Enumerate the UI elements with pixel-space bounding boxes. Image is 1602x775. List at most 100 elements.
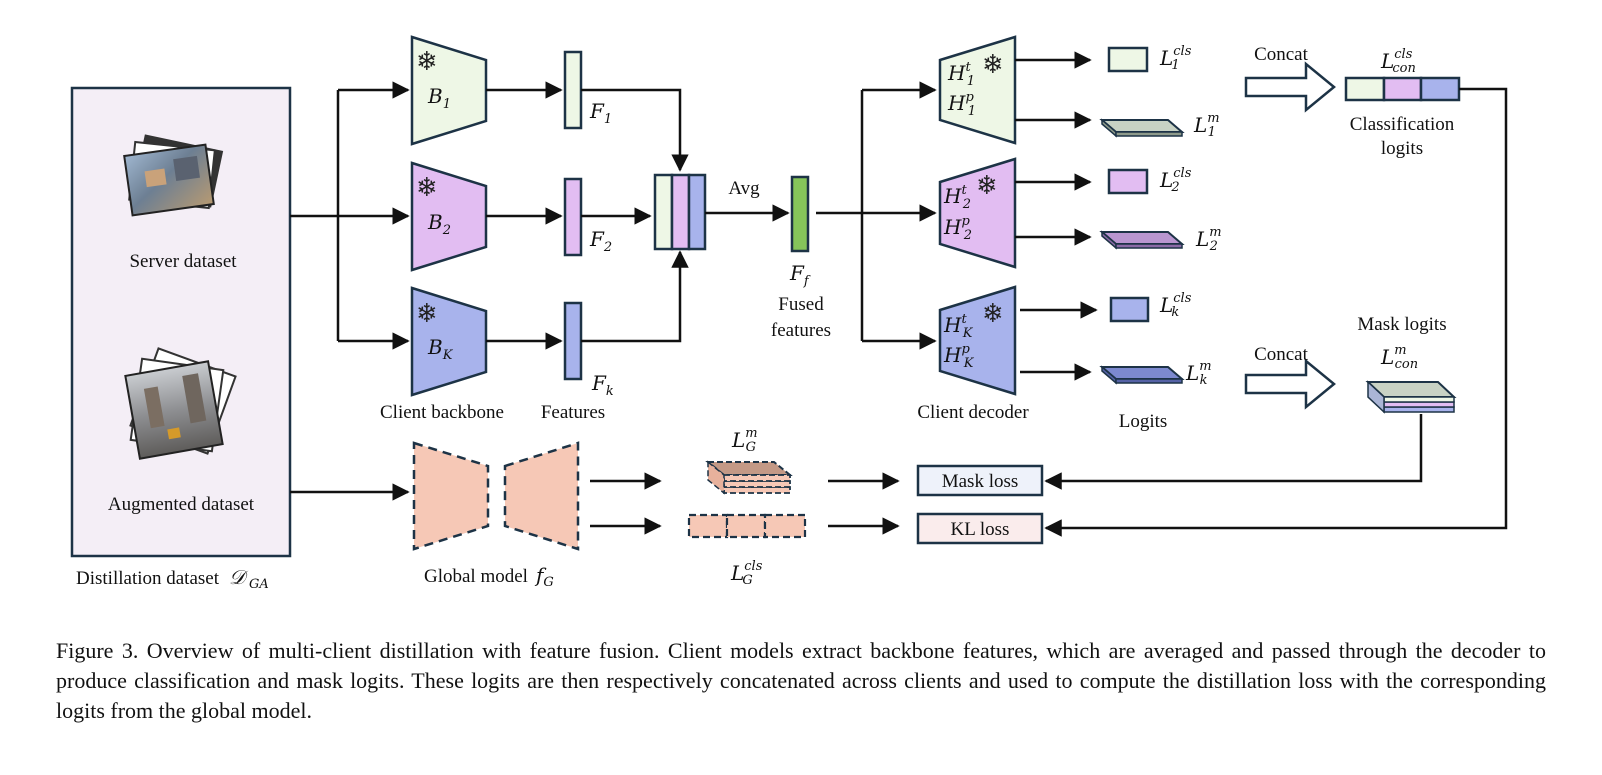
distillation-dataset-label: Distillation dataset 𝒟 GA — [76, 565, 269, 592]
svg-text:HpK: HpK — [943, 342, 975, 371]
h1t-sub: 1 — [967, 74, 975, 89]
lkm-sup: m — [1199, 359, 1211, 374]
client-backbone-label: Client backbone — [380, 402, 504, 423]
b2-sub: 2 — [442, 223, 451, 238]
snowflake-icon: ❄ — [982, 50, 1004, 80]
distillation-dataset-symbol: 𝒟 — [229, 565, 249, 589]
hkp-sup: p — [961, 342, 970, 357]
distillation-dataset-text: Distillation dataset — [76, 568, 220, 589]
h2p-symbol: H — [943, 215, 962, 239]
augmented-dataset-label: Augmented dataset — [108, 494, 255, 515]
lgcls-sup: cls — [744, 559, 762, 574]
l2m-sup: m — [1209, 225, 1221, 240]
h2p-sub: 2 — [963, 228, 972, 243]
b2-symbol: B — [427, 210, 443, 234]
l1cls-sup: cls — [1173, 44, 1191, 59]
stacked-features — [653, 173, 707, 251]
svg-text:Hp2: Hp2 — [943, 214, 972, 243]
lconm-sup: m — [1394, 343, 1406, 358]
fused-to-decoder-arrows — [816, 81, 937, 350]
kl-loss-box: KL loss — [916, 512, 1044, 545]
lkm-symbol: L — [1185, 361, 1199, 385]
snowflake-icon: ❄ — [976, 171, 998, 201]
h1t-sup: t — [965, 60, 971, 75]
backbone-b1: ❄ B1 — [410, 35, 488, 146]
global-model-label: Global model fG — [424, 563, 554, 590]
snowflake-icon: ❄ — [416, 299, 438, 329]
server-to-backbone-arrows — [290, 81, 410, 350]
concat-top: Concat — [1244, 44, 1336, 113]
feature-to-stack-arrows — [581, 88, 689, 343]
feature-fk: Fk — [563, 301, 614, 399]
decoder-to-logits-arrows — [1015, 51, 1098, 381]
hkt-sub: K — [962, 326, 974, 341]
h1p-sub: 1 — [968, 104, 976, 119]
svg-text:Hp1: Hp1 — [947, 90, 976, 119]
f2-symbol: F — [589, 227, 605, 251]
backbone-bk: ❄ BK — [410, 286, 488, 397]
hkp-sub: K — [963, 356, 975, 371]
f2-sub: 2 — [603, 240, 612, 255]
augmented-dataset-image — [124, 347, 237, 460]
svg-text:B2: B2 — [427, 210, 451, 238]
fused-label-1: Fused — [778, 294, 824, 315]
avg-label: Avg — [728, 178, 760, 199]
hkt-sup: t — [961, 312, 967, 327]
fused-feature: Ff Fused features — [771, 175, 831, 341]
mask-loss-box: Mask loss — [916, 464, 1044, 497]
lconcls-symbol: L — [1380, 49, 1394, 73]
svg-text:Fk: Fk — [591, 371, 614, 399]
l2cls-symbol: L — [1159, 168, 1173, 192]
fused-label-2: features — [771, 320, 831, 341]
svg-text:F2: F2 — [589, 227, 612, 255]
global-model-text: Global model — [424, 566, 528, 587]
svg-text:HtK: HtK — [943, 312, 974, 341]
backbone-b2: ❄ B2 — [410, 161, 488, 272]
mask-loss-label: Mask loss — [942, 471, 1019, 492]
lkm-sub: k — [1200, 373, 1208, 388]
global-model-sub: G — [543, 575, 553, 590]
f1-sub: 1 — [604, 112, 612, 127]
h2t-symbol: H — [943, 184, 962, 208]
svg-text:Ht2: Ht2 — [943, 183, 971, 212]
h2t-sup: t — [961, 183, 967, 198]
h1p-sup: p — [965, 90, 974, 105]
snowflake-icon: ❄ — [416, 173, 438, 203]
global-to-logits-arrows — [590, 472, 662, 535]
bk-symbol: B — [427, 335, 443, 359]
bk-sub: K — [442, 348, 454, 363]
svg-text:B1: B1 — [427, 84, 451, 112]
features-label: Features — [541, 402, 605, 423]
svg-text:BK: BK — [427, 335, 454, 363]
svg-text:F1: F1 — [589, 99, 612, 127]
l1cls-symbol: L — [1159, 46, 1173, 70]
lconcls-sup: cls — [1394, 47, 1412, 62]
b1-sub: 1 — [443, 97, 451, 112]
backbone-to-feature-arrows — [486, 81, 563, 350]
server-dataset-label: Server dataset — [129, 251, 237, 272]
lgcls-symbol: L — [730, 561, 744, 585]
hkp-symbol: H — [943, 343, 962, 367]
l1cls-sub: 1 — [1171, 58, 1179, 73]
snowflake-icon: ❄ — [982, 299, 1004, 329]
client-decoder-label: Client decoder — [917, 402, 1029, 423]
concat-bottom: Concat — [1244, 344, 1336, 410]
ff-sub: f — [803, 274, 811, 289]
concat-to-loss-arrows — [1044, 87, 1508, 537]
h1p-symbol: H — [947, 91, 966, 115]
l2m-symbol: L — [1195, 227, 1209, 251]
